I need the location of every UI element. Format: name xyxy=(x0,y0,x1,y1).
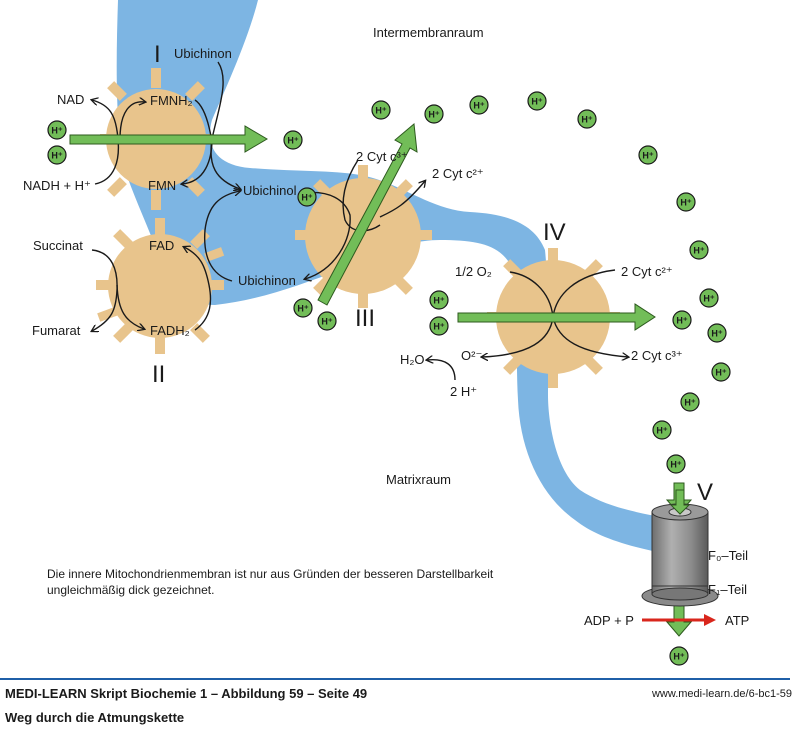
proton-icon: H⁺ xyxy=(676,192,696,212)
complex-2 xyxy=(96,218,225,354)
complex-5-numeral: V xyxy=(697,479,713,506)
membrane-note-line-1: Die innere Mitochondrienmembran ist nur … xyxy=(47,567,494,581)
proton-icon: H⁺ xyxy=(689,240,709,260)
svg-text:H⁺: H⁺ xyxy=(711,329,722,339)
fmn-label: FMN xyxy=(148,178,176,193)
svg-text:H⁺: H⁺ xyxy=(715,368,726,378)
svg-text:H⁺: H⁺ xyxy=(642,151,653,161)
svg-text:H⁺: H⁺ xyxy=(680,198,691,208)
fadh2-label: FADH₂ xyxy=(150,323,190,338)
svg-text:H⁺: H⁺ xyxy=(581,115,592,125)
two-protons-label: 2 H⁺ xyxy=(450,384,477,399)
proton-icon: H⁺ xyxy=(527,91,547,111)
proton-icon: H⁺ xyxy=(47,120,67,140)
proton-icon: H⁺ xyxy=(680,392,700,412)
svg-text:H⁺: H⁺ xyxy=(670,460,681,470)
proton-icon: H⁺ xyxy=(297,187,317,207)
proton-icon: H⁺ xyxy=(424,104,444,124)
svg-text:H⁺: H⁺ xyxy=(673,652,684,662)
svg-text:H⁺: H⁺ xyxy=(703,294,714,304)
proton-icon: H⁺ xyxy=(577,109,597,129)
synthase-inner-arrow xyxy=(669,489,691,515)
atp-label: ATP xyxy=(725,613,749,628)
complex-1-numeral: I xyxy=(154,41,161,68)
nad-label: NAD xyxy=(57,92,84,107)
footer-subtitle: Weg durch die Atmungskette xyxy=(5,710,185,725)
membrane-note-line-2: ungleichmäßig dick gezeichnet. xyxy=(47,583,215,597)
proton-icon: H⁺ xyxy=(707,323,727,343)
footer-title: MEDI-LEARN Skript Biochemie 1 – Abbildun… xyxy=(5,686,368,701)
cyt-c2-label-complex3: 2 Cyt c²⁺ xyxy=(432,166,484,181)
svg-text:H⁺: H⁺ xyxy=(428,110,439,120)
membrane-note: Die innere Mitochondrienmembran ist nur … xyxy=(47,566,567,598)
ubichinon-mid-label: Ubichinon xyxy=(238,273,296,288)
cyt-c3-label-complex4: 2 Cyt c³⁺ xyxy=(631,348,683,363)
footer-url[interactable]: www.medi-learn.de/6-bc1-59 xyxy=(651,688,792,700)
footer-divider xyxy=(0,678,790,680)
complex-4-proton-arrow xyxy=(457,303,656,331)
svg-text:H⁺: H⁺ xyxy=(656,426,667,436)
svg-text:H⁺: H⁺ xyxy=(301,193,312,203)
cyt-c2-label-complex4: 2 Cyt c²⁺ xyxy=(621,264,673,279)
o2-minus-label: O²⁻ xyxy=(461,348,482,363)
proton-icon: H⁺ xyxy=(47,145,67,165)
adp-atp-arrow xyxy=(642,614,716,626)
svg-text:H⁺: H⁺ xyxy=(433,296,444,306)
ubichinon-top-label: Ubichinon xyxy=(174,46,232,61)
intermembrane-space-label: Intermembranraum xyxy=(373,25,484,40)
svg-text:H⁺: H⁺ xyxy=(287,136,298,146)
proton-icon: H⁺ xyxy=(429,316,449,336)
fmnh2-label: FMNH₂ xyxy=(150,93,193,108)
proton-icon: H⁺ xyxy=(711,362,731,382)
proton-icon: H⁺ xyxy=(371,100,391,120)
proton-icon: H⁺ xyxy=(293,298,313,318)
proton-icon: H⁺ xyxy=(652,420,672,440)
succinat-label: Succinat xyxy=(33,238,83,253)
electron-flow-lines xyxy=(92,61,705,591)
complex-4-numeral: IV xyxy=(543,219,566,246)
complex-3-proton-arrow xyxy=(317,123,418,306)
svg-text:H⁺: H⁺ xyxy=(51,151,62,161)
svg-text:H⁺: H⁺ xyxy=(531,97,542,107)
proton-icon: H⁺ xyxy=(699,288,719,308)
proton-icon: H⁺ xyxy=(638,145,658,165)
fumarat-label: Fumarat xyxy=(32,323,81,338)
proton-icon: H⁺ xyxy=(469,95,489,115)
nadh-label: NADH + H⁺ xyxy=(23,178,91,193)
svg-text:H⁺: H⁺ xyxy=(676,316,687,326)
proton-icon: H⁺ xyxy=(669,646,689,666)
svg-text:H⁺: H⁺ xyxy=(375,106,386,116)
cyt-c3-label-complex3: 2 Cyt c³⁺ xyxy=(356,149,408,164)
inner-membrane xyxy=(116,0,706,560)
svg-text:H⁺: H⁺ xyxy=(684,398,695,408)
fad-label: FAD xyxy=(149,238,174,253)
svg-text:H⁺: H⁺ xyxy=(51,126,62,136)
ubichinol-label: Ubichinol xyxy=(243,183,297,198)
proton-icon: H⁺ xyxy=(429,290,449,310)
adp-label: ADP + P xyxy=(584,613,634,628)
h2o-label: H₂O xyxy=(400,352,425,367)
svg-text:H⁺: H⁺ xyxy=(321,317,332,327)
svg-text:H⁺: H⁺ xyxy=(297,304,308,314)
atp-synthase xyxy=(641,489,719,607)
svg-text:H⁺: H⁺ xyxy=(693,246,704,256)
proton-icon: H⁺ xyxy=(283,130,303,150)
half-o2-label: 1/2 O₂ xyxy=(455,264,492,279)
complex-1-proton-arrow xyxy=(69,125,268,153)
svg-text:H⁺: H⁺ xyxy=(473,101,484,111)
f1-part-label: F₁–Teil xyxy=(708,582,747,597)
proton-icon: H⁺ xyxy=(672,310,692,330)
proton-group: H⁺ H⁺ H⁺ H⁺ H⁺ H⁺ H⁺ H⁺ H⁺ H⁺ H⁺ H⁺ H⁺ H⁺ H⁺ H⁺ H⁺ H⁺ H⁺ H⁺… xyxy=(47,91,731,666)
matrix-space-label: Matrixraum xyxy=(386,472,451,487)
complex-3-numeral: III xyxy=(355,305,375,332)
proton-icon: H⁺ xyxy=(666,454,686,474)
f0-part-label: F₀–Teil xyxy=(708,548,748,563)
complex-2-numeral: II xyxy=(152,361,165,388)
svg-text:H⁺: H⁺ xyxy=(433,322,444,332)
proton-icon: H⁺ xyxy=(317,311,337,331)
